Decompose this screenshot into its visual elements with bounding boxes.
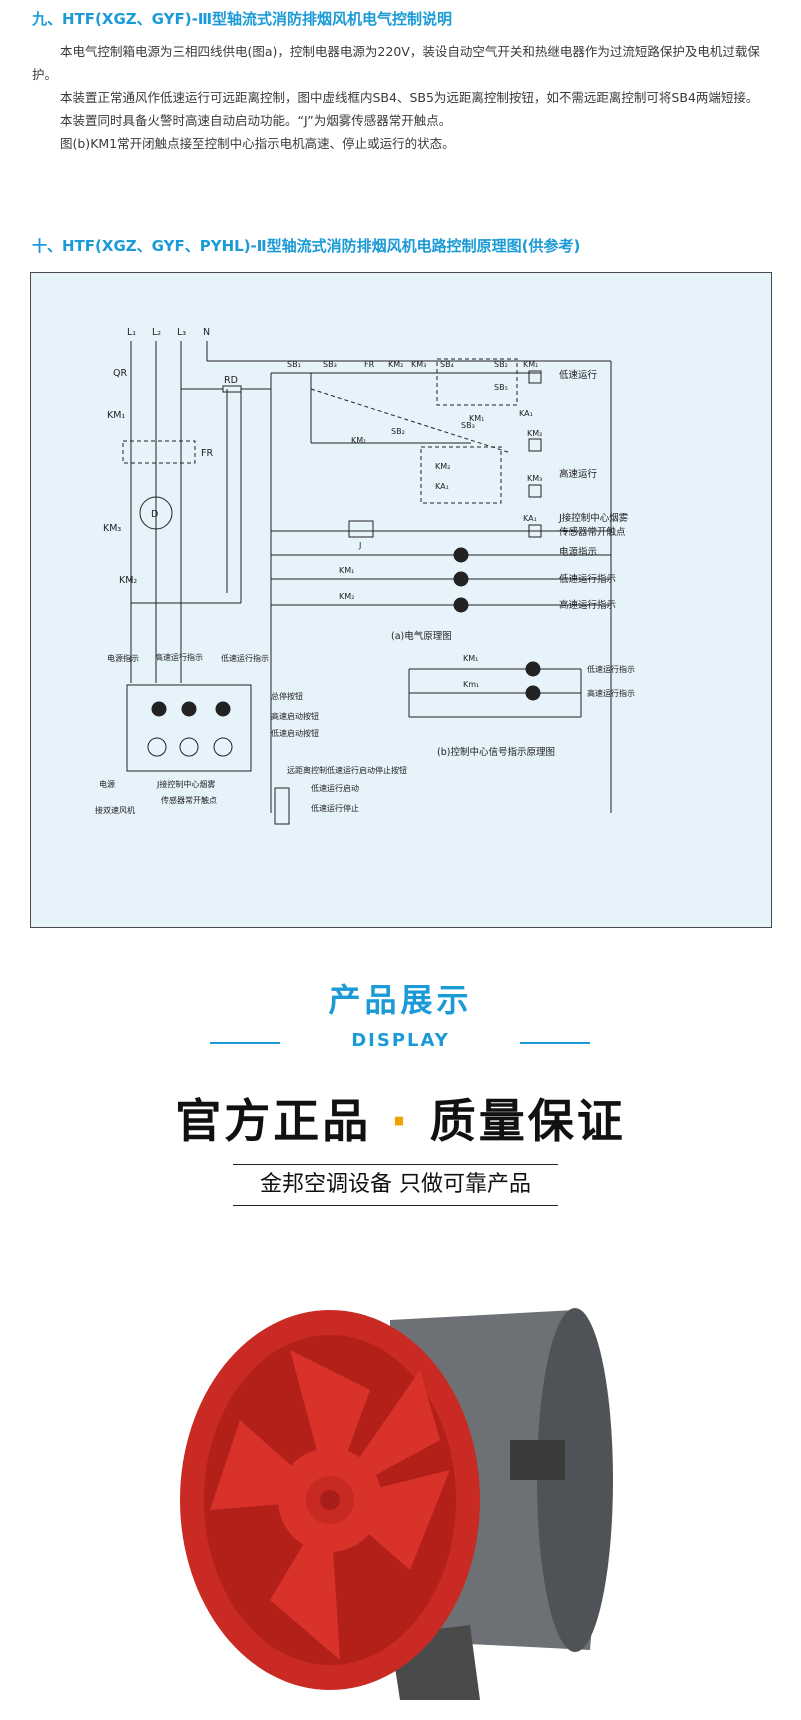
tagline: 金邦空调设备 只做可靠产品 — [233, 1164, 558, 1206]
label-km3-main: KM₃ — [103, 523, 121, 534]
slogan-left: 官方正品 — [175, 1094, 372, 1148]
label-sb3-mid: SB₃ — [461, 421, 475, 430]
label-km3-coil: KM₃ — [527, 474, 542, 483]
circuit-diagram: L₁ L₂ L₃ N QR RD KM₁ FR D KM₃ KM₂ SB₁ SB… — [30, 272, 772, 928]
label-km1-main: KM₁ — [107, 410, 125, 421]
label-km2-lamp: KM₂ — [339, 592, 354, 601]
label-km1-lamp: KM₁ — [339, 566, 354, 575]
panel-btn-low: 低速启动按钮 — [271, 728, 319, 738]
label-fr-main: FR — [201, 448, 213, 459]
panel-low-start: 低速运行启动 — [311, 783, 359, 793]
paragraph: 本装置正常通风作低速运行可远距离控制，图中虚线框内SB4、SB5为远距离控制按钮… — [60, 90, 759, 105]
slogan-dot: · — [390, 1094, 411, 1148]
label-low-ind: 低速运行指示 — [559, 573, 616, 585]
panel-ind-power: 电源指示 — [107, 653, 139, 663]
label-fr-ctrl: FR — [364, 360, 375, 369]
label-l3: L₃ — [177, 327, 186, 338]
label-ka1-coil: KA₁ — [523, 514, 537, 523]
label-ka1: KA₁ — [519, 409, 533, 418]
panel-ind-low: 低速运行指示 — [221, 653, 269, 663]
label-km1-coil: KM₁ — [523, 360, 538, 369]
section9-heading: 九、HTF(XGZ、GYF)-Ⅲ型轴流式消防排烟风机电气控制说明 — [32, 10, 452, 28]
paragraph: 图(b)KM1常开闭触点接至控制中心指示电机高速、停止或运行的状态。 — [60, 136, 455, 151]
panel-btn-high: 高速启动按钮 — [271, 711, 319, 721]
label-motor: D — [151, 509, 158, 520]
slogan: 官方正品 · 质量保证 — [0, 1085, 801, 1151]
figb-low-ind: 低速运行指示 — [587, 664, 635, 674]
label-high-ind: 高速运行指示 — [559, 599, 616, 611]
section9-text: 本电气控制箱电源为三相四线供电(图a)，控制电器电源为220V，装设自动空气开关… — [32, 40, 780, 155]
label-sb2-mid: SB₂ — [391, 427, 405, 436]
label-km2-contact: KM₂ — [435, 462, 450, 471]
label-n: N — [203, 327, 210, 338]
label-km3-top: KM₃ — [411, 360, 426, 369]
caption-a: (a)电气原理图 — [391, 630, 452, 642]
label-km1-row2: KM₁ — [351, 436, 366, 445]
label-l1: L₁ — [127, 327, 136, 338]
label-j-contact-1: J接控制中心烟雾 — [558, 512, 629, 524]
panel-ind-high: 高速运行指示 — [155, 652, 203, 662]
label-j: J — [358, 541, 361, 550]
panel-j-2: 传感器常开触点 — [161, 795, 217, 805]
label-high-run: 高速运行 — [559, 468, 598, 480]
panel-j-1: J接控制中心烟雾 — [156, 779, 215, 789]
panel-btn-stop: 总停按钮 — [271, 691, 303, 701]
label-sb2-top: SB₂ — [494, 360, 508, 369]
label-l2: L₂ — [152, 327, 161, 338]
figb-km1: KM₁ — [463, 654, 478, 663]
panel-dual-fan: 接双速风机 — [95, 805, 135, 815]
section10-heading: 十、HTF(XGZ、GYF、PYHL)-Ⅱ型轴流式消防排烟风机电路控制原理图(供… — [32, 237, 581, 255]
label-sb1: SB₁ — [287, 360, 301, 369]
paragraph: 本装置同时具备火警时高速自动启动功能。“J”为烟雾传感器常开触点。 — [60, 113, 452, 128]
label-km2-top: KM₂ — [388, 360, 403, 369]
label-km2-main: KM₂ — [119, 575, 137, 586]
paragraph: 本电气控制箱电源为三相四线供电(图a)，控制电器电源为220V，装设自动空气开关… — [32, 44, 760, 82]
caption-b: (b)控制中心信号指示原理图 — [437, 746, 555, 758]
label-low-run: 低速运行 — [559, 369, 598, 381]
label-qr: QR — [113, 368, 127, 379]
display-title: 产品展示 — [328, 981, 473, 1019]
divider-left — [210, 1042, 280, 1044]
label-km1-contact: KM₁ — [469, 414, 484, 423]
panel-low-stop: 低速运行停止 — [311, 803, 359, 813]
label-sb3: SB₃ — [323, 360, 337, 369]
fan-product-image — [180, 1308, 613, 1700]
panel-remote: 远距离控制低速运行启动停止按钮 — [287, 765, 407, 775]
figb-high-ind: 高速运行指示 — [587, 688, 635, 698]
figb-km1b: Km₁ — [463, 680, 479, 689]
label-rd: RD — [224, 375, 238, 386]
panel-power: 电源 — [99, 779, 115, 789]
label-sb4: SB₄ — [440, 360, 454, 369]
display-subtitle: DISPLAY — [351, 1030, 450, 1051]
divider-right — [520, 1042, 590, 1044]
slogan-right: 质量保证 — [429, 1094, 626, 1148]
label-ka1-contact: KA₁ — [435, 482, 449, 491]
label-power-ind: 电源指示 — [559, 546, 597, 558]
label-sb5: SB₅ — [494, 383, 508, 392]
label-km2-coil: KM₂ — [527, 429, 542, 438]
label-j-contact-2: 传感器常开触点 — [559, 526, 626, 538]
